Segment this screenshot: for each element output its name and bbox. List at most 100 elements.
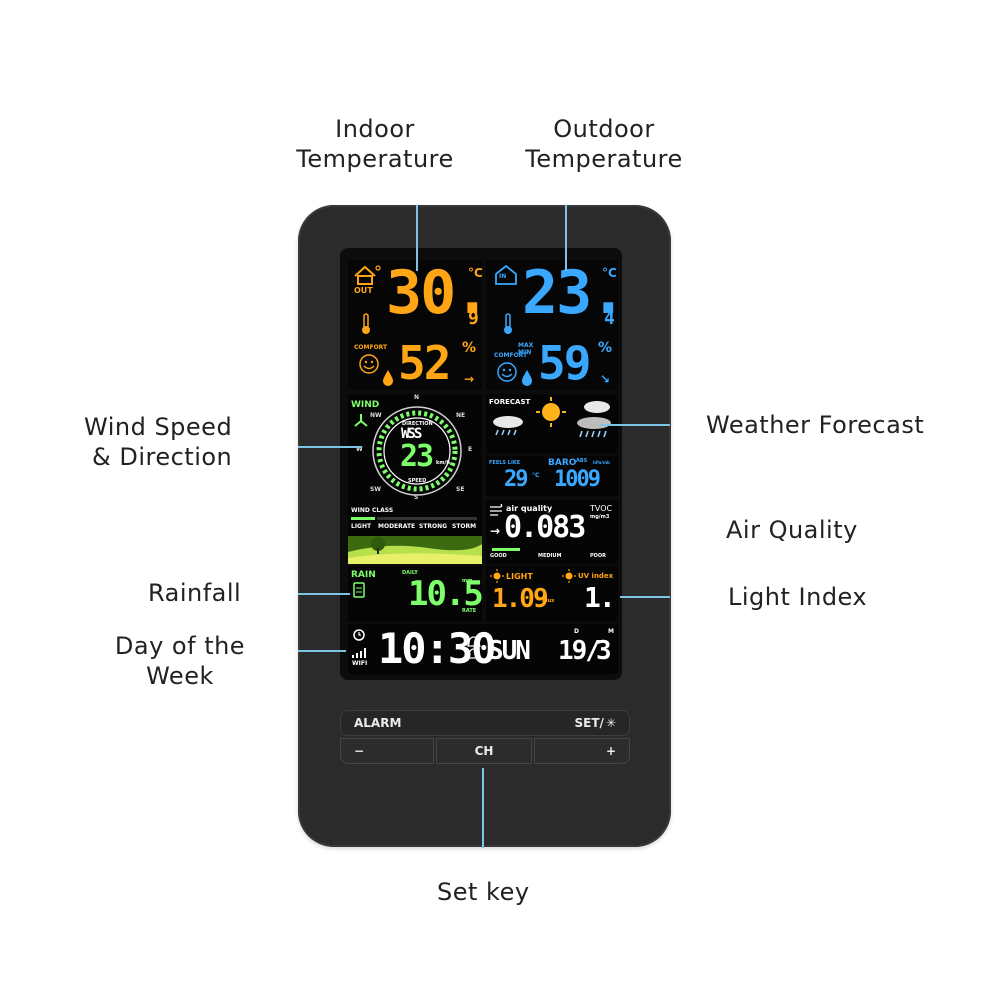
- rain-label: RAIN: [351, 570, 376, 580]
- light-sun-icon: [490, 569, 504, 583]
- tvoc-label: TVOC: [590, 504, 613, 513]
- feels-baro-panel: FEELS LIKE BARO ABS hPa/mb 29 °C 1009: [486, 456, 618, 496]
- house-in-icon: [495, 264, 517, 285]
- rain-unit: mm: [462, 578, 473, 584]
- left-comfort-label: COMFORT: [354, 344, 388, 351]
- rain-daily-label: DAILY: [402, 570, 418, 576]
- air-quality-label: air quality: [506, 504, 553, 513]
- feels-like-value: 29: [504, 467, 528, 492]
- rain-panel: RAIN DAILY 10.5 mm RATE: [348, 566, 484, 622]
- aq-good-bar: [492, 548, 520, 551]
- droplet-icon: [522, 370, 532, 386]
- left-humidity-value: 52: [398, 336, 451, 390]
- sun-icon: [536, 397, 566, 427]
- wind-turbine-icon: [354, 414, 368, 427]
- air-quality-callout: Air Quality: [726, 516, 858, 544]
- right-temperature-panel: IN 23. 4 °C COMFORT MAX MIN 59 % ↘: [486, 260, 622, 390]
- weather-forecast-callout: Weather Forecast: [706, 411, 925, 439]
- left-trend-arrow-icon: →: [464, 372, 475, 386]
- alarm-button-label: ALARM: [354, 716, 402, 730]
- thermometer-icon: [362, 313, 370, 334]
- feels-like-unit: °C: [532, 472, 540, 479]
- forecast-label: FORECAST: [489, 398, 531, 406]
- forecast-panel: FORECAST: [486, 394, 618, 454]
- house-out-icon: [354, 265, 381, 285]
- day-label: D: [574, 628, 579, 635]
- cloud-heavy-rain-icon: [577, 417, 611, 438]
- tvoc-unit: mg/m3: [590, 514, 610, 520]
- compass-sw: SW: [370, 486, 381, 493]
- baro-abs-label: ABS: [576, 458, 588, 464]
- rain-leader-line: [298, 593, 350, 595]
- uv-value: 1.: [584, 581, 616, 614]
- wind-direction-value: WSS: [401, 426, 422, 442]
- wind-class-bar: [351, 517, 375, 520]
- right-trend-arrow-icon: ↘: [600, 372, 611, 386]
- clock-time: 10:30: [378, 624, 496, 673]
- wind-class-bar-rest: [377, 517, 477, 520]
- plus-button-label: +: [605, 744, 616, 758]
- wind-class-light: LIGHT: [351, 523, 372, 530]
- wind-class-moderate: MODERATE: [378, 523, 416, 530]
- set-key-leader-line: [482, 768, 484, 848]
- wind-speed-unit: km/h: [436, 460, 450, 466]
- aq-poor-label: POOR: [590, 553, 607, 559]
- clock-panel: WIFI 10:30 SUN D M 19/ 3: [348, 624, 618, 674]
- wind-class-strong: STRONG: [419, 523, 448, 530]
- min-label: MIN: [518, 349, 532, 356]
- rain-value: 10.5: [408, 574, 484, 614]
- uv-sun-icon: [562, 569, 576, 583]
- droplet-icon: [383, 370, 393, 386]
- compass-s: S: [414, 494, 419, 501]
- wind-class-panel: WIND CLASS LIGHT MODERATE STRONG STORM: [348, 502, 482, 564]
- aq-medium-label: MEDIUM: [538, 553, 562, 559]
- date-value: 19/: [558, 636, 601, 666]
- direction-label: DIRECTION: [402, 421, 433, 427]
- light-uv-panel: LIGHT UV index 1.09 Klux 1.: [486, 566, 618, 622]
- brightness-icon: ✳: [605, 716, 616, 730]
- rainfall-callout: Rainfall: [148, 579, 242, 607]
- plus-button[interactable]: +: [534, 738, 630, 764]
- wind-class-label: WIND CLASS: [351, 507, 394, 514]
- light-index-callout: Light Index: [728, 583, 868, 611]
- landscape-image: [348, 536, 482, 564]
- rain-rate-label: RATE: [462, 608, 477, 614]
- indoor-temperature-callout: Indoor Temperature: [296, 115, 454, 173]
- month-label: M: [608, 628, 614, 635]
- left-temperature-decimal: 9: [468, 308, 479, 329]
- left-temperature-unit: °C: [468, 266, 483, 280]
- set-button[interactable]: SET/ ✳: [488, 712, 628, 734]
- compass-ring: [372, 406, 462, 496]
- feels-like-label: FEELS LIKE: [489, 460, 521, 466]
- outdoor-leader-line: [565, 205, 567, 271]
- max-label: MAX: [518, 342, 534, 349]
- compass-ne: NE: [456, 412, 466, 419]
- signal-strength-icon: [352, 648, 366, 658]
- aq-arrow-icon: →: [490, 524, 501, 538]
- baro-unit: hPa/mb: [593, 460, 610, 465]
- air-quality-panel: air quality TVOC mg/m3 → 0.083 GOOD MEDI…: [486, 500, 618, 564]
- minus-button[interactable]: −: [340, 738, 434, 764]
- minus-button-label: −: [354, 744, 365, 758]
- compass-nw: NW: [370, 412, 382, 419]
- alarm-bell-icon: [467, 636, 481, 659]
- smiley-icon: [359, 354, 379, 374]
- compass-n: N: [414, 394, 420, 401]
- left-temperature-panel: OUT 30. 9 °C COMFORT 52 % →: [348, 260, 490, 390]
- alarm-clock-icon: [353, 629, 365, 641]
- wind-speed-value: 23: [400, 439, 434, 474]
- wifi-label: WIFI: [352, 660, 368, 667]
- alarm-button[interactable]: ALARM: [342, 712, 482, 734]
- forecast-leader-line: [600, 424, 670, 426]
- wind-class-storm: STORM: [452, 523, 477, 530]
- light-value: 1.09: [492, 584, 549, 614]
- light-leader-line: [620, 596, 670, 598]
- ch-button[interactable]: CH: [436, 738, 532, 764]
- aq-good-label: GOOD: [490, 553, 507, 559]
- cloud-rain-icon: [493, 416, 523, 436]
- day-of-week-callout: Day of the Week: [114, 632, 246, 690]
- light-label: LIGHT: [506, 572, 533, 581]
- right-temperature-decimal: 4: [604, 308, 615, 329]
- month-value: 3: [596, 636, 612, 666]
- right-temperature-unit: °C: [602, 266, 617, 280]
